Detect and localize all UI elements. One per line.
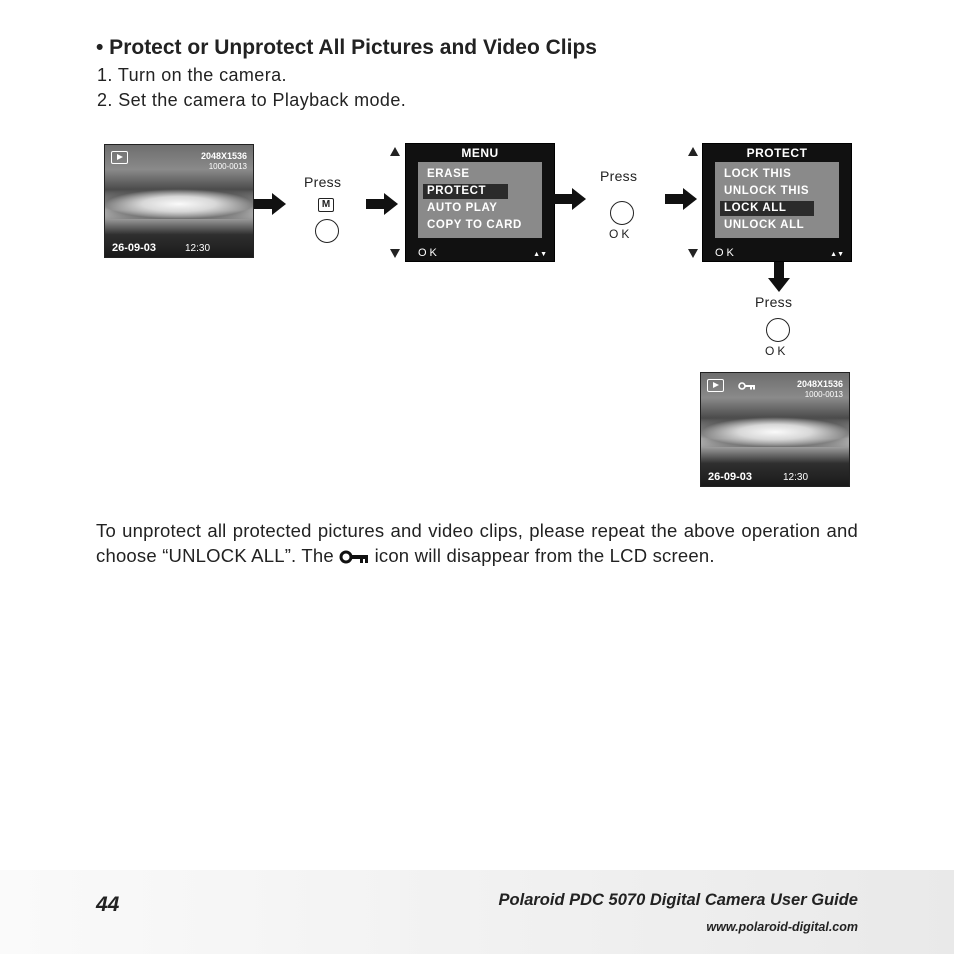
menu-item-erase[interactable]: ERASE — [427, 168, 470, 180]
playback-icon — [111, 151, 128, 164]
photo-time: 12:30 — [783, 472, 809, 483]
paragraph-text-after: icon will disappear from the LCD screen. — [374, 545, 715, 566]
step-2: 2. Set the camera to Playback mode. — [97, 90, 407, 110]
arrow-down-icon — [768, 262, 790, 294]
playback-photo-2: 2048X1536 1000-0013 26-09-03 12:30 — [700, 372, 850, 487]
page-number: 44 — [96, 893, 120, 916]
arrow-right-icon — [254, 193, 288, 215]
menu-button-label: M — [318, 198, 334, 212]
step-1: 1. Turn on the camera. — [97, 65, 287, 85]
up-arrow-icon — [390, 147, 400, 156]
protect-item-lock-all[interactable]: LOCK ALL — [720, 201, 814, 216]
arrow-right-icon — [366, 193, 400, 215]
arrow-right-icon — [665, 188, 699, 210]
protect-item-unlock-this[interactable]: UNLOCK THIS — [724, 185, 810, 197]
section-heading: • Protect or Unprotect All Pictures and … — [96, 36, 597, 59]
down-arrow-icon — [688, 249, 698, 258]
protect-item-lock-this[interactable]: LOCK THIS — [724, 168, 792, 180]
ok-button-label: OK — [609, 227, 633, 241]
menu-title: MENU — [461, 146, 499, 160]
playback-icon — [707, 379, 724, 392]
unprotect-paragraph: To unprotect all protected pictures and … — [96, 518, 858, 568]
arrow-right-icon — [554, 188, 588, 210]
protect-title: PROTECT — [746, 146, 808, 160]
photo-time: 12:30 — [185, 243, 211, 254]
press-label: Press — [755, 294, 793, 310]
ok-button-label: OK — [765, 344, 789, 358]
ok-button[interactable] — [766, 318, 790, 342]
photo-date: 26-09-03 — [708, 471, 753, 483]
protect-item-unlock-all[interactable]: UNLOCK ALL — [724, 219, 805, 231]
menu-item-protect[interactable]: PROTECT — [423, 184, 508, 199]
press-label: Press — [304, 174, 342, 190]
paragraph-text-before: To unprotect all protected pictures and … — [96, 520, 858, 566]
photo-date: 26-09-03 — [112, 242, 157, 254]
down-arrow-icon — [390, 249, 400, 258]
key-protect-icon — [339, 550, 369, 564]
up-arrow-icon — [688, 147, 698, 156]
ok-hint: OK — [418, 247, 440, 259]
up-down-arrows-icon: ▲▼ — [533, 251, 547, 258]
guide-title: Polaroid PDC 5070 Digital Camera User Gu… — [498, 891, 858, 909]
key-protect-icon — [738, 382, 755, 390]
press-label: Press — [600, 168, 638, 184]
photo-resolution: 2048X1536 — [796, 379, 843, 389]
photo-resolution: 2048X1536 — [200, 151, 247, 161]
menu-button[interactable] — [315, 219, 339, 243]
playback-photo-1: 2048X1536 1000-0013 26-09-03 12:30 — [104, 144, 254, 258]
photo-file-number: 1000-0013 — [804, 390, 843, 399]
menu-lcd-screen: MENU ERASE PROTECT AUTO PLAY COPY TO CAR… — [405, 143, 555, 262]
protect-lcd-screen: PROTECT LOCK THIS UNLOCK THIS LOCK ALL U… — [702, 143, 852, 262]
up-down-arrows-icon: ▲▼ — [830, 251, 844, 258]
menu-item-auto-play[interactable]: AUTO PLAY — [427, 202, 498, 214]
menu-item-copy-to-card[interactable]: COPY TO CARD — [427, 219, 522, 231]
ok-button[interactable] — [610, 201, 634, 225]
photo-file-number: 1000-0013 — [208, 162, 247, 171]
website-url: www.polaroid-digital.com — [706, 920, 858, 934]
footer-bar — [0, 870, 954, 954]
ok-hint: OK — [715, 247, 737, 259]
